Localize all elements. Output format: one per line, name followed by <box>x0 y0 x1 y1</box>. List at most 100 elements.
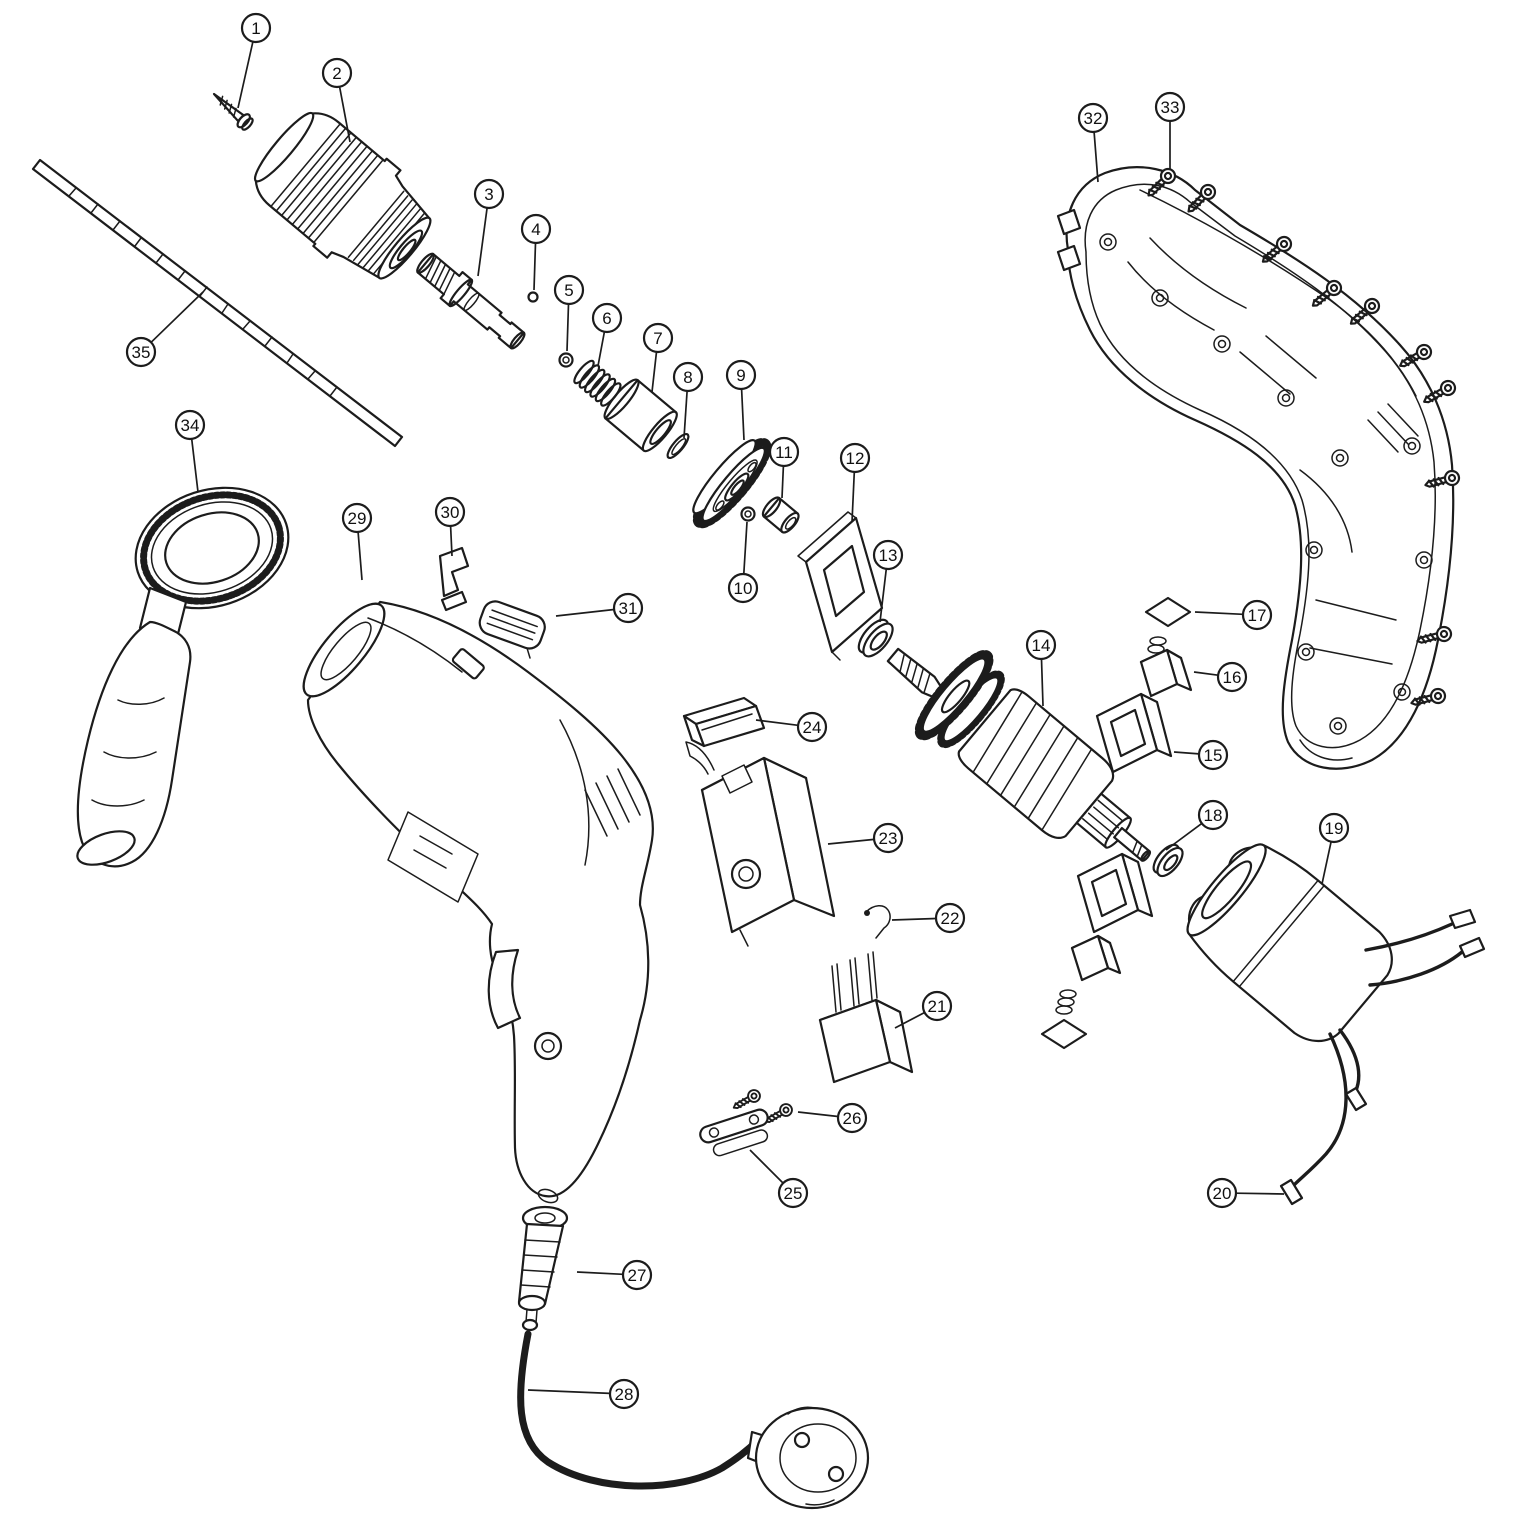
callout-leader <box>1321 841 1332 885</box>
callout-19: 19 <box>1318 812 1350 885</box>
part-small-ring <box>558 352 574 368</box>
callout-number: 13 <box>879 546 898 565</box>
callout-bubble <box>672 361 704 393</box>
part-spacer-ring <box>740 506 756 522</box>
callout-number: 23 <box>879 829 898 848</box>
callout-bubble <box>1318 812 1350 844</box>
callout-bubble <box>1154 91 1186 123</box>
part-spindle <box>416 252 526 350</box>
callout-7: 7 <box>642 322 674 393</box>
callout-leader <box>683 390 688 439</box>
callout-25: 25 <box>749 1149 809 1209</box>
callout-number: 33 <box>1161 98 1180 117</box>
callout-bubble <box>125 336 157 368</box>
callout-bubble <box>1206 1177 1238 1209</box>
callout-20: 20 <box>1206 1177 1285 1209</box>
callout-number: 15 <box>1204 746 1223 765</box>
callout-bubble <box>642 322 674 354</box>
callout-leader <box>851 471 856 523</box>
callout-number: 27 <box>628 1266 647 1285</box>
callout-18: 18 <box>1165 799 1229 851</box>
callout-21: 21 <box>894 990 953 1029</box>
part-chuck-screw <box>212 92 254 131</box>
callout-number: 30 <box>441 503 460 522</box>
callout-22: 22 <box>891 902 966 934</box>
callout-number: 34 <box>181 416 200 435</box>
callout-bubble <box>921 990 953 1022</box>
callout-number: 11 <box>775 443 793 462</box>
callout-bubble <box>768 436 800 468</box>
callout-4: 4 <box>520 213 552 291</box>
callout-bubble <box>621 1259 653 1291</box>
callout-number: 21 <box>928 997 947 1016</box>
callout-bubble <box>591 302 623 334</box>
callout-leader <box>894 1011 925 1029</box>
callout-10: 10 <box>727 521 759 604</box>
callout-2: 2 <box>321 57 353 143</box>
callout-number: 28 <box>615 1385 634 1404</box>
callout-1: 1 <box>237 12 272 109</box>
callout-28: 28 <box>527 1378 640 1410</box>
callout-bubble <box>473 178 505 210</box>
callout-29: 29 <box>341 502 373 581</box>
callout-bubble <box>1197 799 1229 831</box>
part-spring <box>573 359 622 407</box>
callout-leader <box>576 1271 624 1276</box>
callout-27: 27 <box>576 1259 653 1291</box>
part-brush-holder <box>1095 692 1173 774</box>
callout-bubble <box>727 572 759 604</box>
callout-number: 4 <box>531 220 540 239</box>
callout-number: 5 <box>564 281 573 300</box>
callout-number: 12 <box>846 449 865 468</box>
callout-3: 3 <box>473 178 505 277</box>
callout-leader <box>651 351 658 393</box>
callout-number: 10 <box>734 579 753 598</box>
part-slide-piece <box>438 546 470 612</box>
part-housing-half <box>1056 166 1455 770</box>
callout-leader <box>190 438 199 493</box>
callout-leader <box>527 1389 611 1395</box>
part-main-housing <box>302 600 654 1204</box>
callout-bubble <box>434 496 466 528</box>
callout-number: 7 <box>653 329 662 348</box>
part-armature <box>886 647 1152 862</box>
part-carbon-brush <box>1139 636 1193 698</box>
callout-number: 31 <box>619 599 638 618</box>
callout-bubble <box>520 213 552 245</box>
part-brush-holder-lower <box>1040 852 1154 1050</box>
callout-leader <box>797 1111 839 1118</box>
callout-number: 2 <box>332 64 341 83</box>
part-bearing-front <box>857 618 894 658</box>
callout-bubble <box>174 409 206 441</box>
callout-leader <box>755 719 799 727</box>
part-depth-rod <box>31 158 404 448</box>
callout-number: 1 <box>251 19 260 38</box>
callout-6: 6 <box>591 302 623 367</box>
callout-number: 32 <box>1084 109 1103 128</box>
callout-8: 8 <box>672 361 704 439</box>
callout-bubble <box>839 442 871 474</box>
callout-number: 14 <box>1032 636 1051 655</box>
callout-number: 16 <box>1223 668 1242 687</box>
callout-bubble <box>321 57 353 89</box>
callout-leader <box>533 242 537 291</box>
callout-15: 15 <box>1173 739 1229 771</box>
callout-9: 9 <box>725 359 757 441</box>
callout-11: 11 <box>768 436 800 499</box>
callout-bubble <box>934 902 966 934</box>
callout-leader <box>555 608 615 617</box>
callout-number: 19 <box>1325 819 1344 838</box>
callout-bubble <box>608 1378 640 1410</box>
callout-12: 12 <box>839 442 871 523</box>
callout-bubble <box>1216 661 1248 693</box>
callout-leader <box>891 917 937 921</box>
callout-bubble <box>872 822 904 854</box>
callout-bubble <box>777 1177 809 1209</box>
callout-bubble <box>872 539 904 571</box>
callout-bubble <box>1077 102 1109 134</box>
callout-number: 25 <box>784 1184 803 1203</box>
callout-leader <box>338 86 351 143</box>
callout-23: 23 <box>827 822 904 854</box>
